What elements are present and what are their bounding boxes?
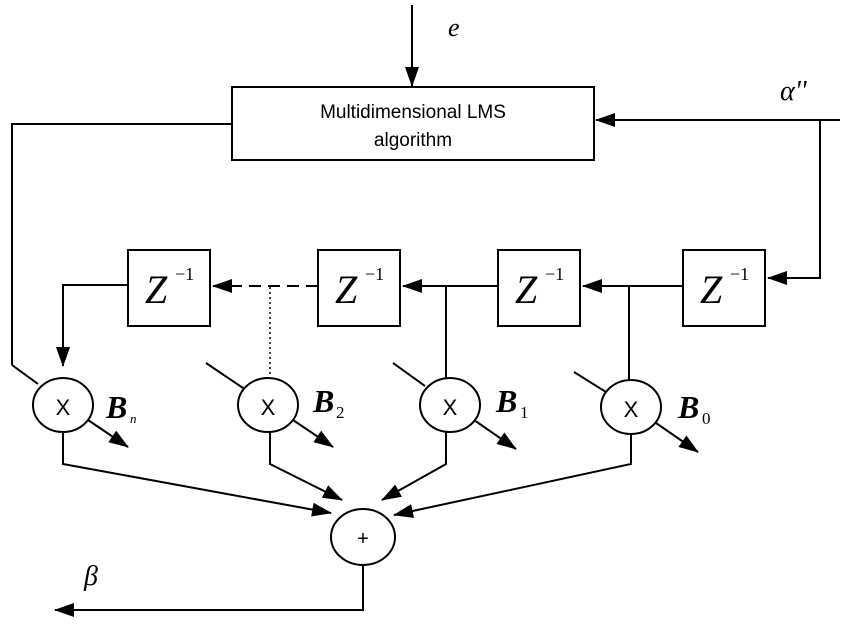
svg-text:X: X xyxy=(261,395,276,420)
svg-text:B: B xyxy=(312,383,334,419)
svg-text:B: B xyxy=(105,389,127,425)
multiplier-b0: X xyxy=(573,371,699,453)
svg-text:Z: Z xyxy=(515,267,538,312)
tap-label-bn: B n xyxy=(105,389,137,426)
b1-to-sum-arrow xyxy=(381,432,447,501)
b0-to-sum-arrow xyxy=(393,434,632,518)
svg-text:X: X xyxy=(56,395,71,420)
svg-text:B: B xyxy=(495,383,517,419)
output-label: β xyxy=(83,561,98,592)
svg-text:−1: −1 xyxy=(545,264,564,284)
tap-label-b1: B 1 xyxy=(495,383,529,422)
bn-to-sum-arrow xyxy=(62,432,332,517)
svg-text:X: X xyxy=(624,397,639,422)
svg-text:−1: −1 xyxy=(730,264,749,284)
lms-algorithm-block xyxy=(231,86,595,161)
svg-text:−1: −1 xyxy=(175,264,194,284)
svg-text:1: 1 xyxy=(520,403,529,422)
svg-text:Z: Z xyxy=(145,267,168,312)
svg-text:X: X xyxy=(443,395,458,420)
svg-text:−1: −1 xyxy=(365,264,384,284)
delay-block-4: Z −1 xyxy=(682,249,766,327)
multiplier-b2: X xyxy=(205,362,334,448)
error-label: e xyxy=(448,13,460,42)
delay-to-bn-arrow xyxy=(56,284,128,367)
lms-feedback-line xyxy=(11,123,232,365)
delay-block-1: Z −1 xyxy=(127,249,211,327)
b2-to-sum-arrow xyxy=(269,432,343,501)
multiplier-b1: X xyxy=(392,362,517,450)
output-arrow xyxy=(54,565,364,617)
svg-text:2: 2 xyxy=(336,403,345,422)
tap-label-b0: B 0 xyxy=(677,389,711,428)
tap-label-b2: B 2 xyxy=(312,383,345,422)
svg-text:B: B xyxy=(677,389,699,425)
reference-to-delay-arrow xyxy=(767,120,821,285)
svg-text:+: + xyxy=(357,528,369,550)
lms-block-label-line2: algorithm xyxy=(374,130,452,151)
lms-block-label-line1: Multidimensional LMS xyxy=(320,102,506,123)
svg-text:Z: Z xyxy=(335,267,358,312)
multiplier-bn: X xyxy=(11,364,129,448)
reference-label: α'' xyxy=(780,76,808,107)
svg-text:0: 0 xyxy=(702,409,711,428)
delay-block-3: Z −1 xyxy=(497,249,581,327)
svg-text:Z: Z xyxy=(700,267,723,312)
svg-text:n: n xyxy=(130,411,137,426)
summing-node: + xyxy=(330,508,396,566)
delay-block-2: Z −1 xyxy=(317,249,401,327)
